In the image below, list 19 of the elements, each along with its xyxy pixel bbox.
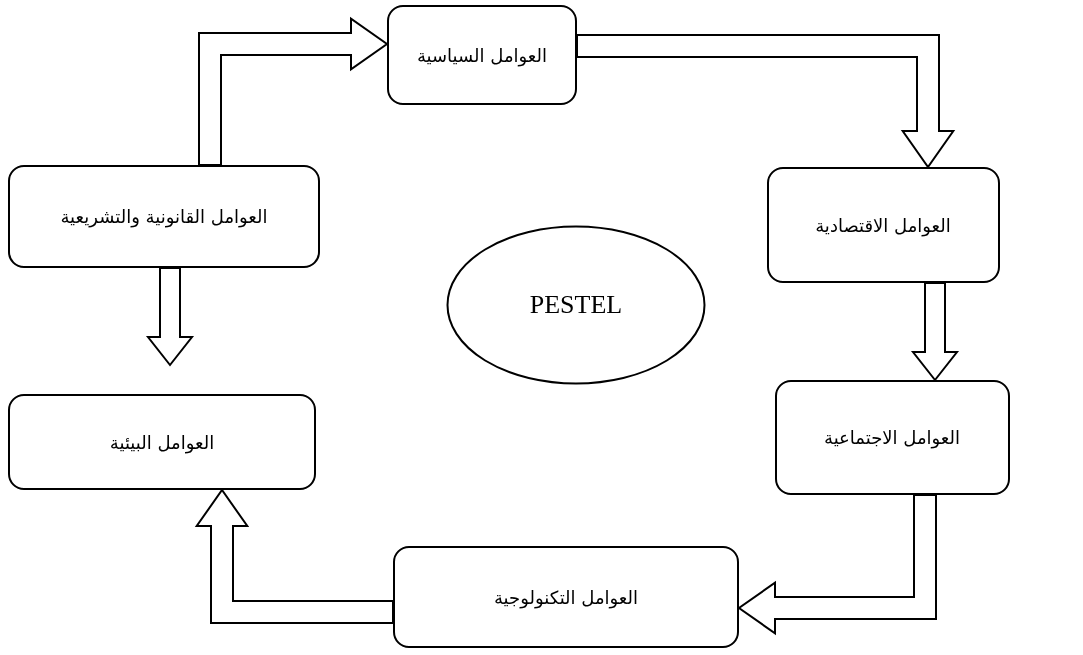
box-label: العوامل الاجتماعية	[824, 426, 960, 448]
box-label: العوامل القانونية والتشريعية	[60, 205, 268, 227]
block-arrow	[198, 16, 389, 166]
process-box	[8, 164, 320, 268]
process-box	[393, 546, 739, 648]
process-box	[8, 394, 316, 490]
process-box	[774, 379, 1010, 495]
process-box	[387, 5, 577, 105]
block-arrow	[145, 267, 195, 367]
process-box	[766, 167, 1000, 283]
box-label: العوامل التكنولوجية	[493, 586, 638, 608]
box-label: العوامل الاقتصادية	[815, 214, 951, 236]
block-arrow	[910, 282, 960, 382]
box-label: العوامل السياسية	[416, 44, 548, 66]
block-arrow	[737, 494, 937, 636]
box-label: العوامل البيئية	[109, 431, 215, 453]
block-arrow	[194, 488, 394, 624]
block-arrow	[576, 34, 956, 169]
box-label: PESTEL	[529, 290, 623, 320]
